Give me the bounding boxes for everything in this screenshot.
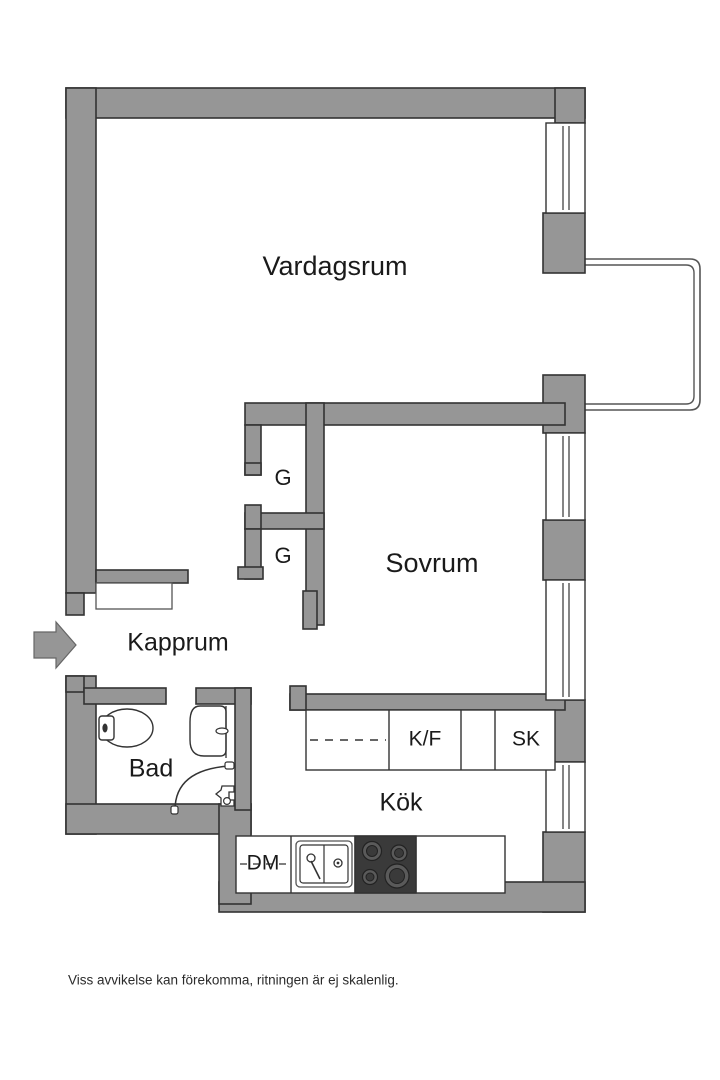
wall-structure [65, 87, 586, 913]
kitchen-label-sk: SK [512, 728, 540, 751]
hall-wardrobe [95, 582, 173, 610]
entrance-arrow-icon [33, 620, 77, 670]
room-label-sovrum: Sovrum [385, 548, 478, 578]
window-icon-3 [545, 579, 586, 701]
kitchen-label-kf: K/F [409, 728, 442, 751]
wall-bedroom-kitchen [289, 693, 566, 711]
disclaimer-caption: Viss avvikelse kan förekomma, ritningen … [68, 973, 399, 988]
bathroom-sink-icon [189, 705, 229, 758]
kitchen-sink-icon [295, 840, 353, 888]
balcony-outline [585, 258, 701, 411]
room-labels: Vardagsrum Sovrum Kapprum Bad Kök G G [127, 251, 478, 816]
room-label-vardagsrum: Vardagsrum [262, 251, 407, 281]
stove-icon [354, 835, 417, 894]
wall-right-seg-1 [554, 87, 586, 124]
window-icon-4 [545, 761, 586, 833]
wall-living-bedroom [244, 402, 566, 426]
wall-right-seg-2 [542, 212, 586, 274]
wall-closet-upper-left-foot [244, 462, 262, 476]
wall-left-upper [65, 87, 97, 594]
kitchen-unit-labels: K/F SK DM [247, 728, 540, 875]
room-label-kapprum: Kapprum [127, 629, 228, 657]
wall-bedroom-kitchen-stub [289, 685, 307, 711]
room-label-kok: Kök [379, 789, 423, 817]
room-label-bad: Bad [129, 755, 173, 783]
wall-left-entrance-upper-stub [65, 592, 85, 616]
windows-group [545, 122, 586, 833]
window-icon-1 [545, 122, 586, 214]
wall-top [65, 87, 586, 119]
window-icon-2 [545, 432, 586, 521]
wall-right-seg-4 [542, 519, 586, 581]
wall-closet-lower-left-foot [237, 566, 264, 580]
kitchen-label-dm: DM [247, 852, 280, 875]
bathroom-fixtures [98, 705, 235, 815]
kitchen-upper-cabinets [305, 709, 556, 771]
wall-bath-top-left [83, 687, 167, 705]
wall-left-entrance-lower-stub [65, 675, 85, 693]
shower-icon [170, 761, 235, 815]
wall-bath-right [234, 687, 252, 811]
room-label-closet-g-upper: G [274, 465, 291, 490]
toilet-icon [98, 708, 154, 748]
room-label-closet-g-lower: G [274, 543, 291, 568]
wall-closet-divider-stub [244, 504, 262, 530]
wall-hall-closet-top [95, 569, 189, 584]
wall-bedroom-door-jamb [302, 590, 318, 630]
